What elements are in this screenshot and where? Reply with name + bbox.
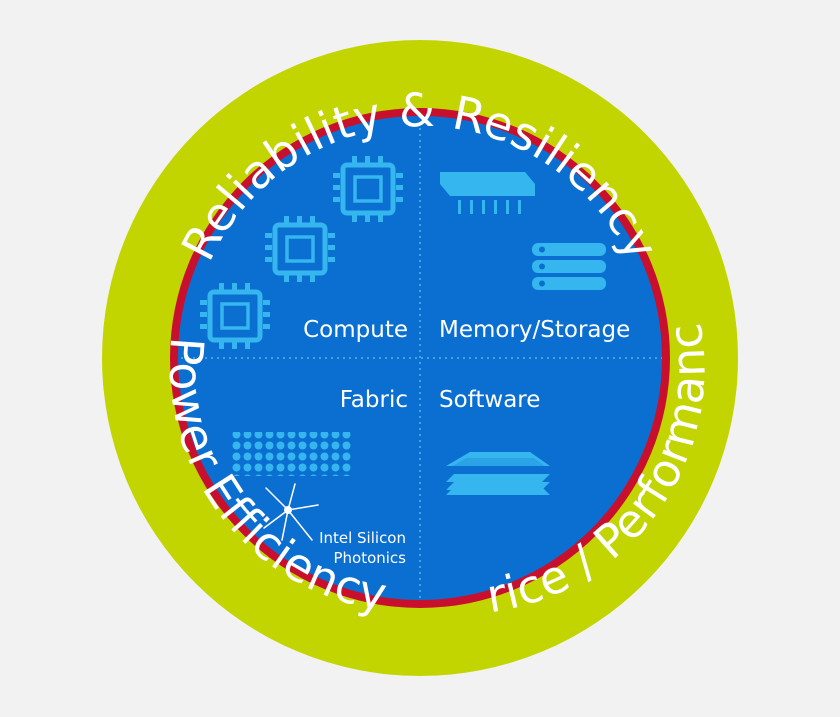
- quadrant-label-software: Software: [439, 387, 540, 413]
- quadrant-label-memory-storage: Memory/Storage: [439, 317, 630, 343]
- storage-stack-icon: [532, 243, 606, 290]
- chip-icon: [333, 156, 403, 222]
- photonics-label-line2: Photonics: [333, 549, 406, 567]
- quadrant-label-fabric: Fabric: [340, 387, 408, 413]
- photonics-label-line1: Intel Silicon: [319, 529, 406, 547]
- fabric-grid-icon: [230, 432, 351, 476]
- photonics-starburst-icon: [263, 483, 319, 541]
- chip-icon: [265, 216, 335, 282]
- quadrant-dividers: [178, 116, 662, 600]
- memory-module-icon: [440, 172, 535, 214]
- software-layers-icon: [446, 452, 550, 495]
- quadrant-label-compute: Compute: [303, 317, 408, 343]
- chip-icon: [200, 283, 270, 349]
